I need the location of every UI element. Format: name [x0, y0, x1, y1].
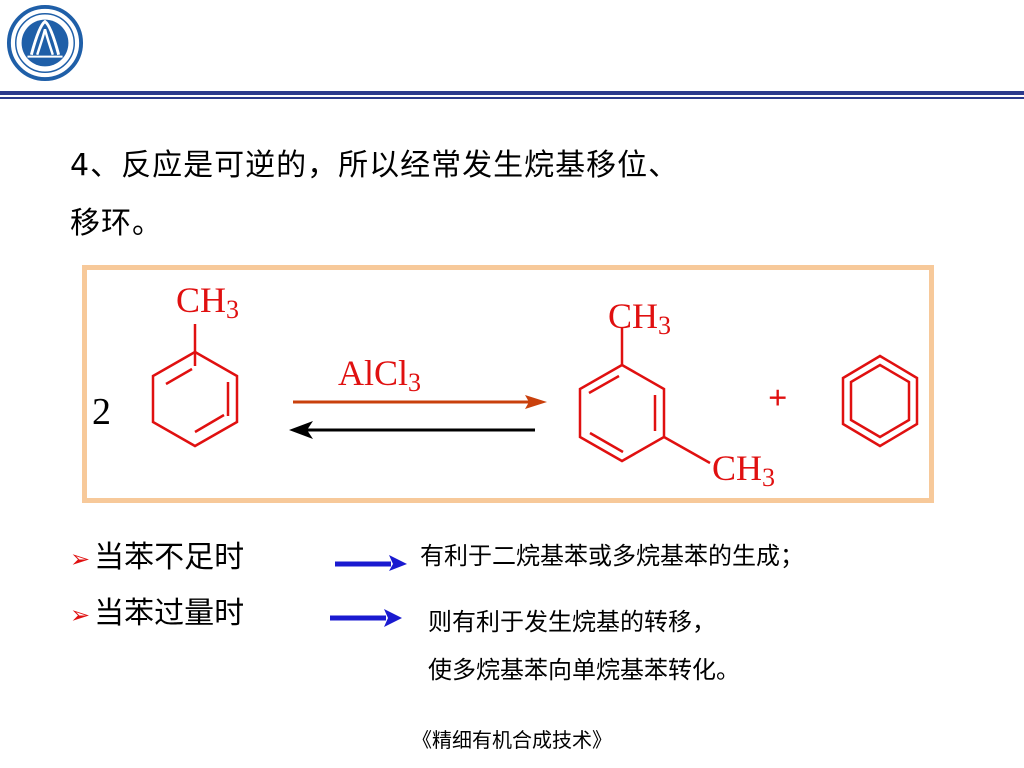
m-xylene-structure — [578, 327, 711, 465]
reactant-coefficient: 2 — [92, 391, 111, 433]
heading-line-2: 移环。 — [70, 206, 163, 241]
result-arrow-icon — [335, 555, 407, 571]
bullet-arrow-icon: ➢ — [70, 601, 91, 629]
result-text-insufficient: 有利于二烷基苯或多烷基苯的生成； — [420, 542, 804, 570]
toluene-structure — [151, 324, 239, 448]
result-arrow-icon — [330, 609, 402, 627]
school-emblem-logo — [6, 4, 84, 82]
header-rule-thick — [0, 91, 1024, 95]
reaction-box — [82, 265, 934, 503]
bullet-benzene-insufficient: ➢当苯不足时 — [70, 532, 244, 576]
heading-line-1: 4、反应是可逆的，所以经常发生烷基移位、 — [70, 148, 680, 183]
header-rule-thin — [0, 97, 1024, 99]
footer-course-title: 《精细有机合成技术》 — [412, 728, 612, 752]
result-text-excess-line2: 使多烷基苯向单烷基苯转化。 — [428, 656, 740, 684]
equilibrium-arrows — [289, 395, 547, 439]
benzene-structure — [841, 354, 919, 448]
bullet-benzene-excess: ➢当苯过量时 — [70, 588, 244, 632]
result-text-excess-line1: 则有利于发生烷基的转移， — [428, 608, 716, 636]
product-methyl-bottom-label: CH3 — [712, 448, 776, 492]
bullet-label: 当苯不足时 — [94, 540, 245, 575]
catalyst-label: AlCl3 — [338, 353, 422, 397]
plus-sign: + — [768, 380, 788, 417]
bullet-arrow-icon: ➢ — [70, 545, 91, 573]
reactant-methyl-label: CH3 — [176, 280, 240, 324]
product-methyl-top-label: CH3 — [608, 296, 672, 340]
bullet-label: 当苯过量时 — [94, 596, 245, 631]
